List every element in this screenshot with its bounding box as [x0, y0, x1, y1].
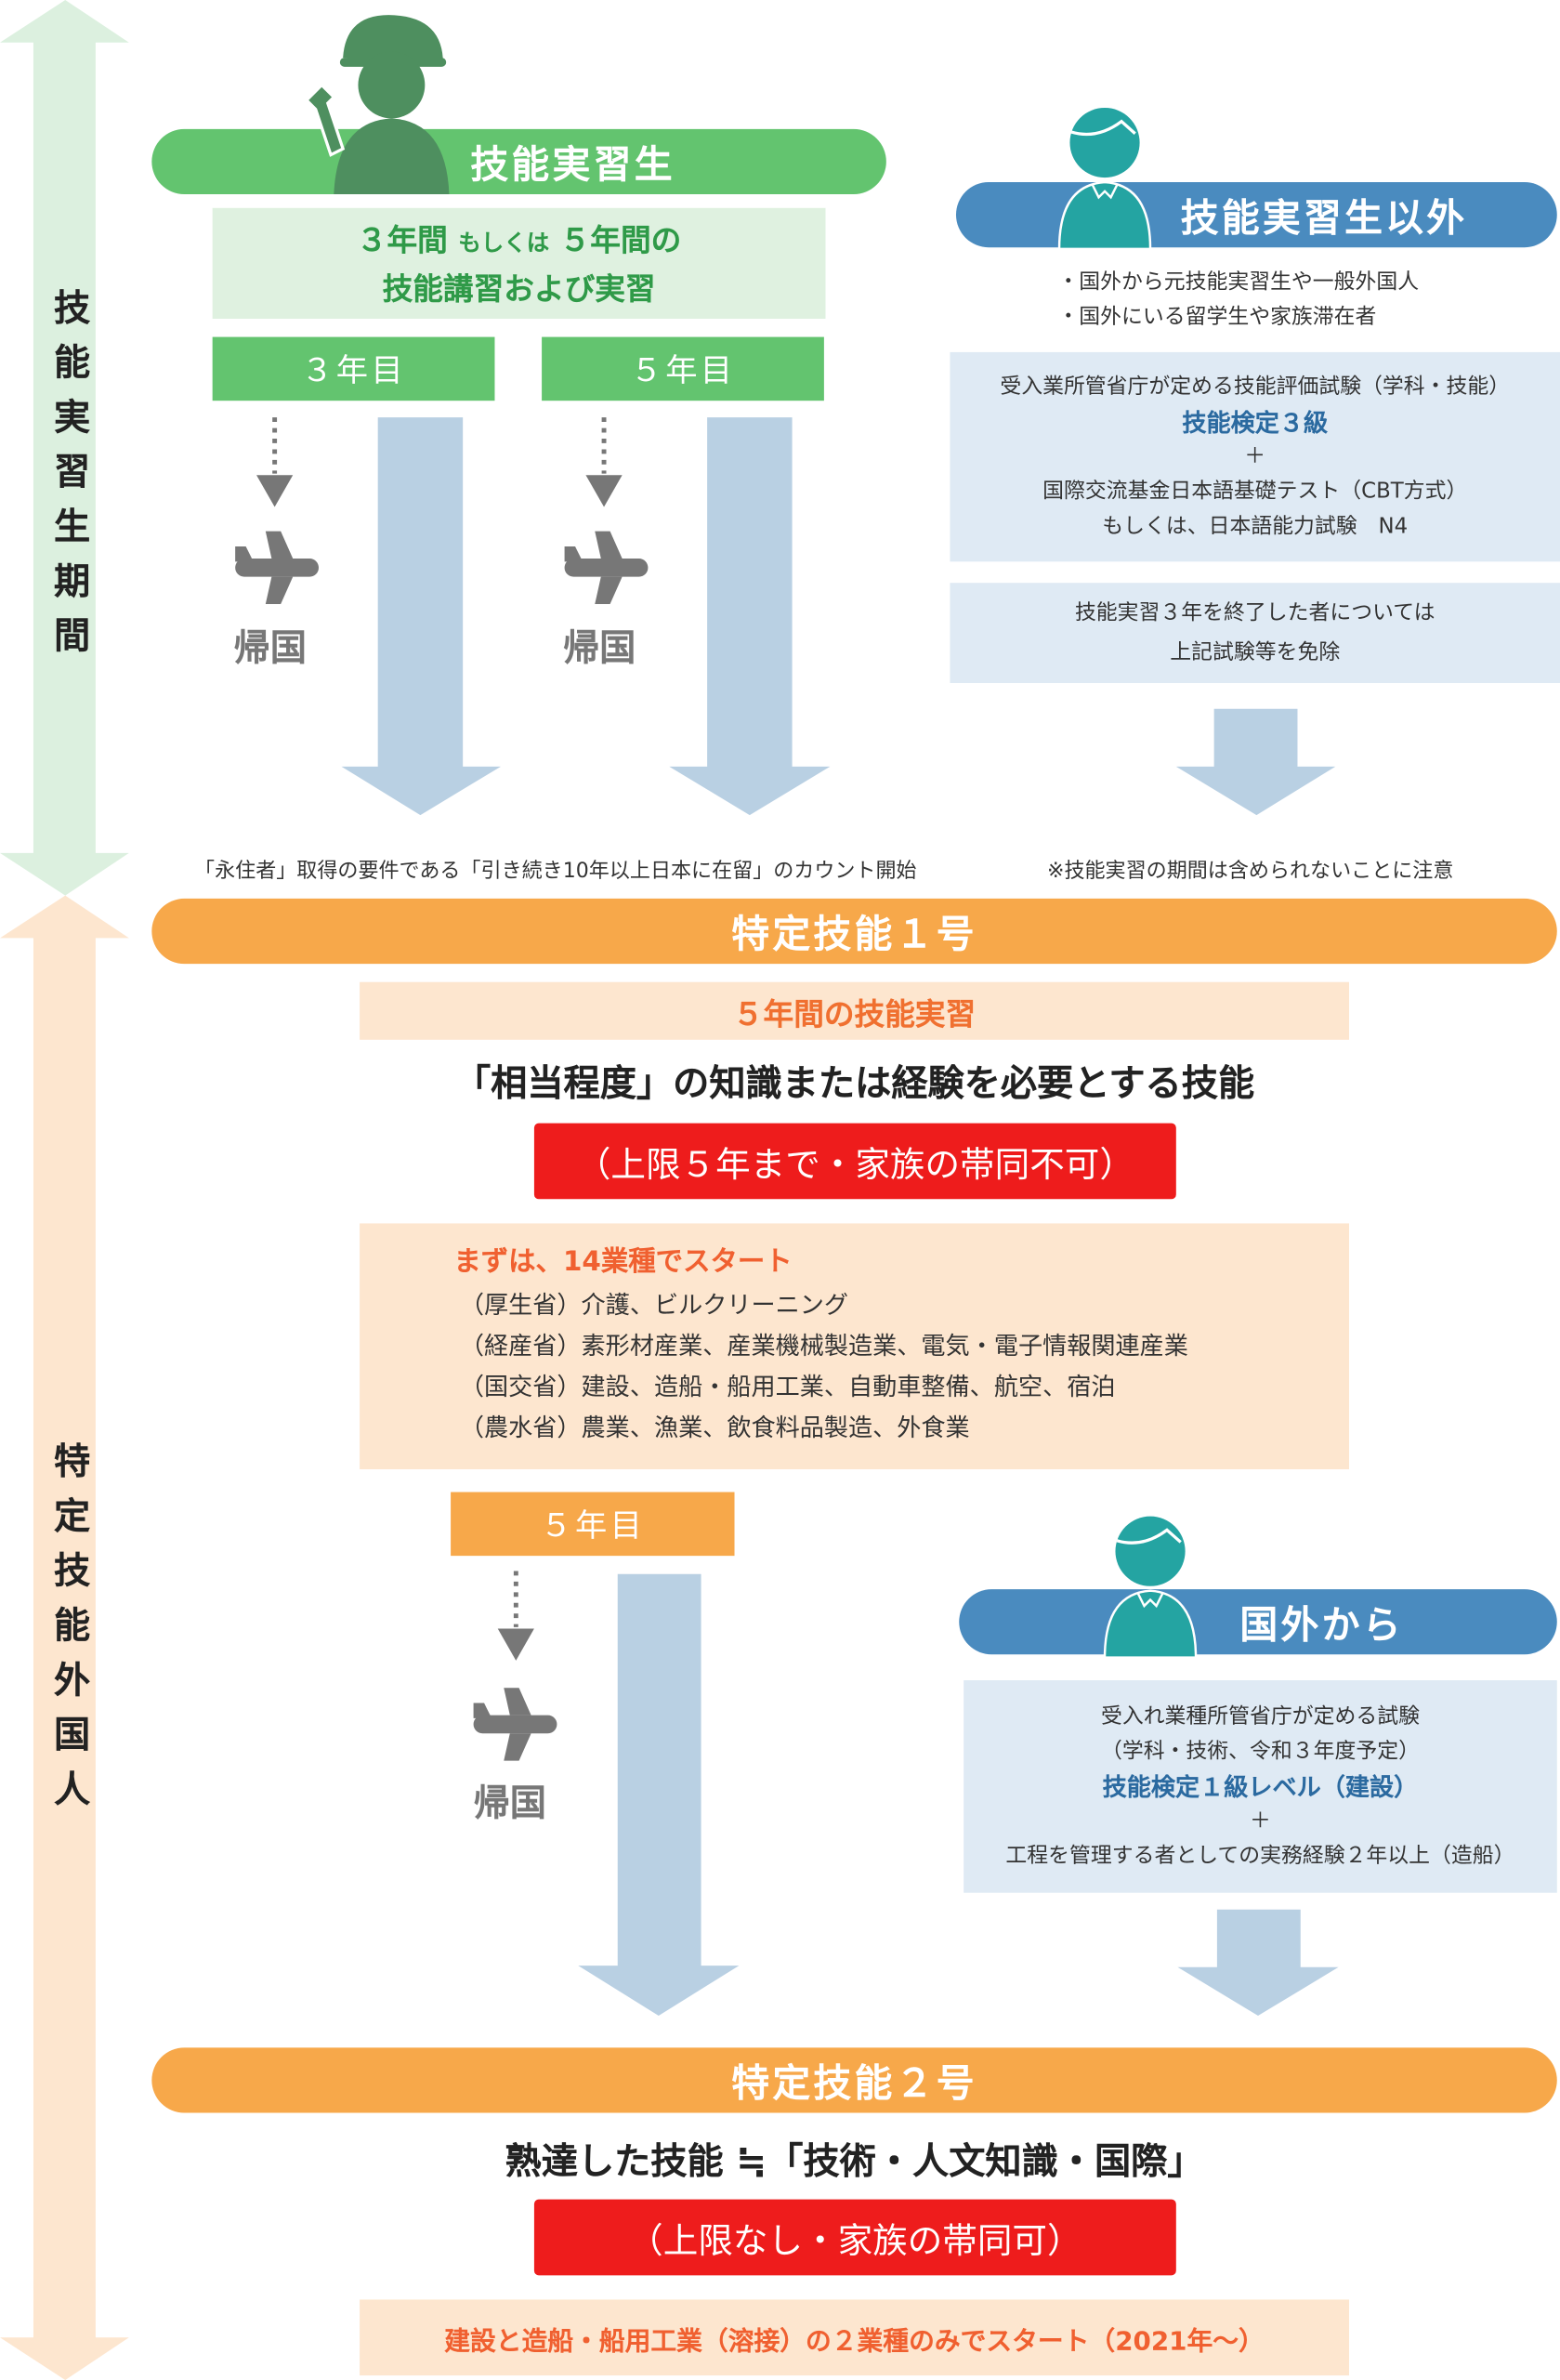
tokutei2-description: 熟達した技能 ≒「技術・人文知識・国際」 — [505, 2139, 1204, 2182]
duration-line2: 技能講習および実習 — [382, 269, 656, 307]
overseas-exam-box: 受入れ業種所管省庁が定める試験 （学科・技術、令和３年度予定） 技能検定１級レベ… — [964, 1680, 1557, 1893]
exam-plus: ＋ — [1244, 443, 1266, 468]
trainee-period-arrow — [0, 0, 129, 896]
year5-tag: ５年目 — [542, 336, 824, 401]
bullet-item: ・国外にいる留学生や家族滞在者 — [1057, 305, 1377, 330]
tokutei1-year5-tag: ５年目 — [451, 1492, 735, 1557]
note-right: ※技能実習の期間は含められないことに注意 — [1046, 859, 1454, 884]
duration-3y: ３年間 — [356, 220, 448, 257]
year3-tag: ３年目 — [212, 336, 495, 401]
period-label-trainee: 技能実習生期間 — [46, 288, 90, 671]
return-label: 帰国 — [473, 1782, 546, 1825]
exam-line: 工程を管理する者としての実務経験２年以上（造船） — [1005, 1843, 1515, 1868]
tokutei2-limit: （上限なし・家族の帯同可） — [533, 2199, 1176, 2276]
exam-highlight: 技能検定３級 — [1182, 407, 1329, 437]
duration-or: もしくは — [458, 228, 550, 256]
tokutei2-start: 建設と造船・船用工業（溶接）の２業種のみでスタート（2021年〜） — [360, 2299, 1350, 2376]
specified-period-arrow — [0, 895, 129, 2380]
airplane-icon — [235, 531, 649, 1761]
exam-line: もしくは、日本語能力試験 N4 — [1102, 513, 1409, 539]
non-trainee-bullets: ・国外から元技能実習生や一般外国人 ・国外にいる留学生や家族滞在者 — [1057, 266, 1419, 335]
overseas-header: 国外から — [959, 1589, 1557, 1655]
note-left: 「永住者」取得の要件である「引き続き10年以上日本に在留」のカウント開始 — [194, 859, 917, 884]
tokutei1-description: 「相当程度」の知識または経験を必要とする技能 — [453, 1061, 1255, 1105]
exam-line: 受入れ業種所管省庁が定める試験 — [1100, 1703, 1420, 1729]
industries-title: まずは、14業種でスタート — [453, 1245, 793, 1279]
exam-line: 国際交流基金日本語基礎テスト（CBT方式） — [1042, 479, 1468, 504]
tokutei1-subtitle: ５年間の技能実習 — [360, 981, 1350, 1040]
worker-icon — [304, 15, 450, 195]
trainee-duration-box: ３年間 もしくは ５年間の 技能講習および実習 — [212, 207, 826, 319]
duration-5y: ５年間の — [559, 220, 682, 257]
person-icon — [1103, 1516, 1198, 1659]
exempt-box: 技能実習３年を終了した者については 上記試験等を免除 — [950, 583, 1560, 683]
dotted-arrow-icon — [256, 417, 623, 1661]
industry-line: （厚生省）介護、ビルクリーニング — [459, 1290, 849, 1320]
bullet-item: ・国外から元技能実習生や一般外国人 — [1057, 270, 1420, 295]
return-label: 帰国 — [233, 626, 307, 670]
exempt-line: 技能実習３年を終了した者については — [1074, 600, 1435, 625]
industry-line: （農水省）農業、漁業、飲食料品製造、外食業 — [459, 1413, 970, 1442]
period-arrows — [0, 0, 129, 2380]
trainee-header: 技能実習生 — [151, 128, 886, 195]
period-label-specified: 特定技能外国人 — [46, 1441, 90, 1825]
exam-box: 受入業所管省庁が定める技能評価試験（学科・技能） 技能検定３級 ＋ 国際交流基金… — [950, 351, 1560, 562]
non-trainee-header: 技能実習生以外 — [955, 181, 1557, 248]
exam-line: （学科・技術、令和３年度予定） — [1100, 1738, 1420, 1764]
tokutei1-header: 特定技能１号 — [151, 898, 1557, 965]
exam-line: 受入業所管省庁が定める技能評価試験（学科・技能） — [1000, 374, 1511, 399]
industry-line: （国交省）建設、造船・船用工業、自動車整備、航空、宿泊 — [459, 1372, 1116, 1401]
return-label: 帰国 — [562, 626, 636, 670]
industry-line: （経産省）素形材産業、産業機械製造業、電気・電子情報関連産業 — [459, 1331, 1188, 1361]
exam-highlight: 技能検定１級レベル（建設） — [1102, 1771, 1419, 1801]
exempt-line: 上記試験等を免除 — [1170, 640, 1341, 665]
exam-plus: ＋ — [1250, 1808, 1271, 1834]
big-arrow-icon — [341, 417, 1339, 2017]
person-icon — [1057, 107, 1152, 251]
industries-box: まずは、14業種でスタート （厚生省）介護、ビルクリーニング （経産省）素形材産… — [360, 1223, 1350, 1470]
tokutei1-limit: （上限５年まで・家族の帯同不可） — [533, 1123, 1176, 1200]
tokutei2-header: 特定技能２号 — [151, 2047, 1557, 2113]
